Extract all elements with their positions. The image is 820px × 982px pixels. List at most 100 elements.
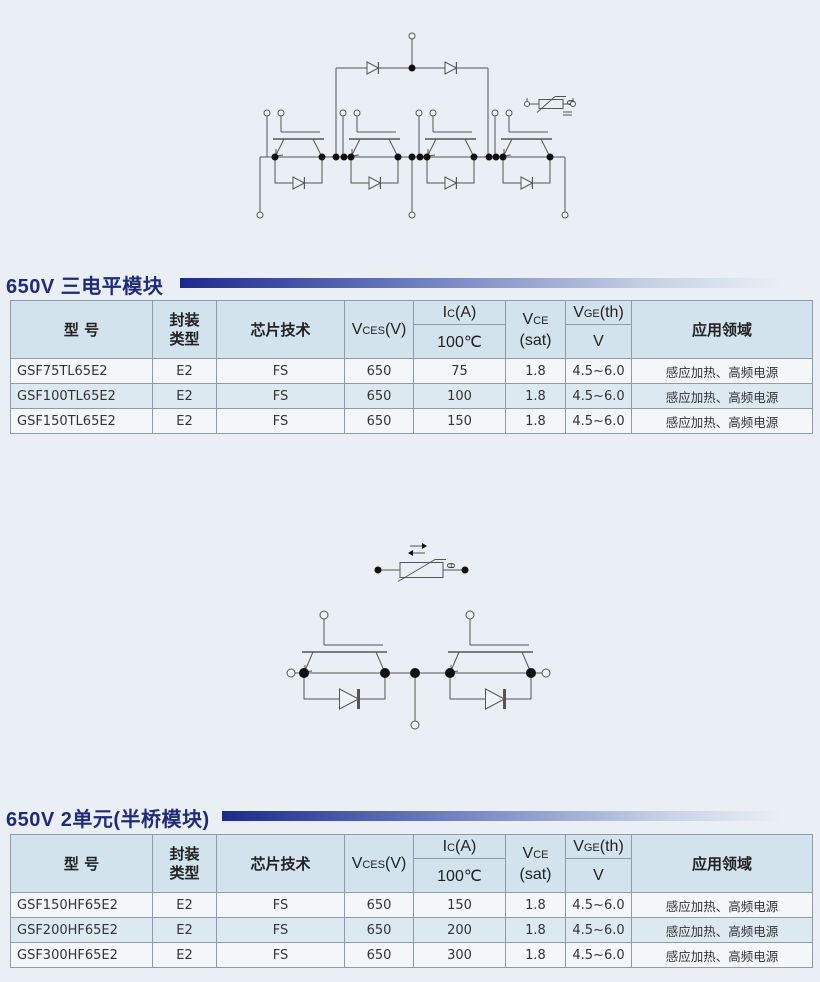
half-bridge-circuit-diagram: θ [286,543,551,730]
diode-icon [485,688,506,710]
cell-vces: 650 [344,408,414,434]
junction-node [332,153,340,161]
cell-model: GSF150HF65E2 [10,892,153,918]
header-vce-sat: VCE(sat) [505,834,566,893]
terminal-icon [561,211,569,219]
junction-node [499,153,507,161]
junction-node [526,668,536,678]
cell-package: E2 [152,358,217,384]
arrow-icon [408,550,413,556]
cell-ic: 150 [413,892,506,918]
header-vce-sat: VCE(sat) [505,300,566,359]
cell-vge: 4.5~6.0 [565,917,632,943]
diode-icon [339,688,360,710]
product-spec-table: 型 号 封装类型 芯片技术 VCES(V) IC(A) VCE(sat) VGE… [10,834,813,968]
junction-node [461,566,469,574]
cell-chip: FS [216,383,345,409]
cell-vce: 1.8 [505,358,566,384]
junction-node [546,153,554,161]
three-level-circuit-diagram: θ [256,32,576,219]
junction-node [470,153,478,161]
cell-vce: 1.8 [505,383,566,409]
cell-model: GSF100TL65E2 [10,383,153,409]
terminal-icon [505,109,513,117]
terminal-icon [353,109,361,117]
terminal-icon [408,211,416,219]
junction-node [445,668,455,678]
header-ic: IC(A) [413,300,506,325]
cell-vces: 650 [344,358,414,384]
junction-node [318,153,326,161]
diode-icon [444,61,458,75]
header-application: 应用领域 [631,300,813,359]
header-ic: IC(A) [413,834,506,859]
diode-icon [292,176,306,190]
section-title-half-bridge: 650V 2单元(半桥模块) [6,809,210,831]
cell-vces: 650 [344,942,414,968]
header-chip-tech: 芯片技术 [216,834,345,893]
section-title-three-level: 650V 三电平模块 [6,276,164,298]
cell-vce: 1.8 [505,917,566,943]
thermistor-icon [399,562,444,578]
terminal-icon [319,610,329,620]
diode-icon [444,176,458,190]
junction-node [408,64,416,72]
header-vces: VCES(V) [344,834,414,893]
title-decoration-bar [180,278,780,288]
cell-chip: FS [216,892,345,918]
table-row: GSF150TL65E2 E2 FS 650 150 1.8 4.5~6.0 感… [10,408,813,434]
cell-package: E2 [152,408,217,434]
terminal-icon [408,32,416,40]
cell-vge: 4.5~6.0 [565,892,632,918]
thermistor-label: θ [564,100,576,106]
diode-icon [368,176,382,190]
cell-vce: 1.8 [505,942,566,968]
junction-node [347,153,355,161]
header-vge-th: VGE(th) [565,834,632,859]
cell-ic: 300 [413,942,506,968]
terminal-icon [277,109,285,117]
terminal-icon [524,101,530,107]
cell-vces: 650 [344,383,414,409]
header-application: 应用领域 [631,834,813,893]
header-vge-th: VGE(th) [565,300,632,325]
cell-package: E2 [152,942,217,968]
junction-node [416,153,424,161]
cell-model: GSF150TL65E2 [10,408,153,434]
thermistor-label: θ [444,563,456,569]
junction-node [271,153,279,161]
cell-vge: 4.5~6.0 [565,408,632,434]
wire [536,96,556,113]
cell-package: E2 [152,917,217,943]
header-vge-unit: V [565,858,632,893]
cell-application: 感应加热、高频电源 [631,917,813,943]
table-row: GSF75TL65E2 E2 FS 650 75 1.8 4.5~6.0 感应加… [10,358,813,384]
terminal-icon [286,668,296,678]
header-model: 型 号 [10,834,153,893]
cell-application: 感应加热、高频电源 [631,892,813,918]
table-row: GSF150HF65E2 E2 FS 650 150 1.8 4.5~6.0 感… [10,892,813,918]
header-model: 型 号 [10,300,153,359]
wire [397,559,436,582]
junction-node [423,153,431,161]
diode-icon [366,61,380,75]
header-vge-unit: V [565,324,632,359]
junction-node [299,668,309,678]
cell-ic: 150 [413,408,506,434]
cell-vge: 4.5~6.0 [565,942,632,968]
cell-vge: 4.5~6.0 [565,358,632,384]
terminal-icon [429,109,437,117]
cell-application: 感应加热、高频电源 [631,383,813,409]
table-row: GSF200HF65E2 E2 FS 650 200 1.8 4.5~6.0 感… [10,917,813,943]
terminal-icon [410,720,420,730]
header-chip-tech: 芯片技术 [216,300,345,359]
junction-node [485,153,493,161]
cell-model: GSF300HF65E2 [10,942,153,968]
table-row: GSF300HF65E2 E2 FS 650 300 1.8 4.5~6.0 感… [10,942,813,968]
header-ic-temp: 100℃ [413,858,506,893]
terminal-icon [570,101,576,107]
cell-ic: 75 [413,358,506,384]
junction-node [410,668,420,678]
cell-package: E2 [152,383,217,409]
cell-ic: 200 [413,917,506,943]
